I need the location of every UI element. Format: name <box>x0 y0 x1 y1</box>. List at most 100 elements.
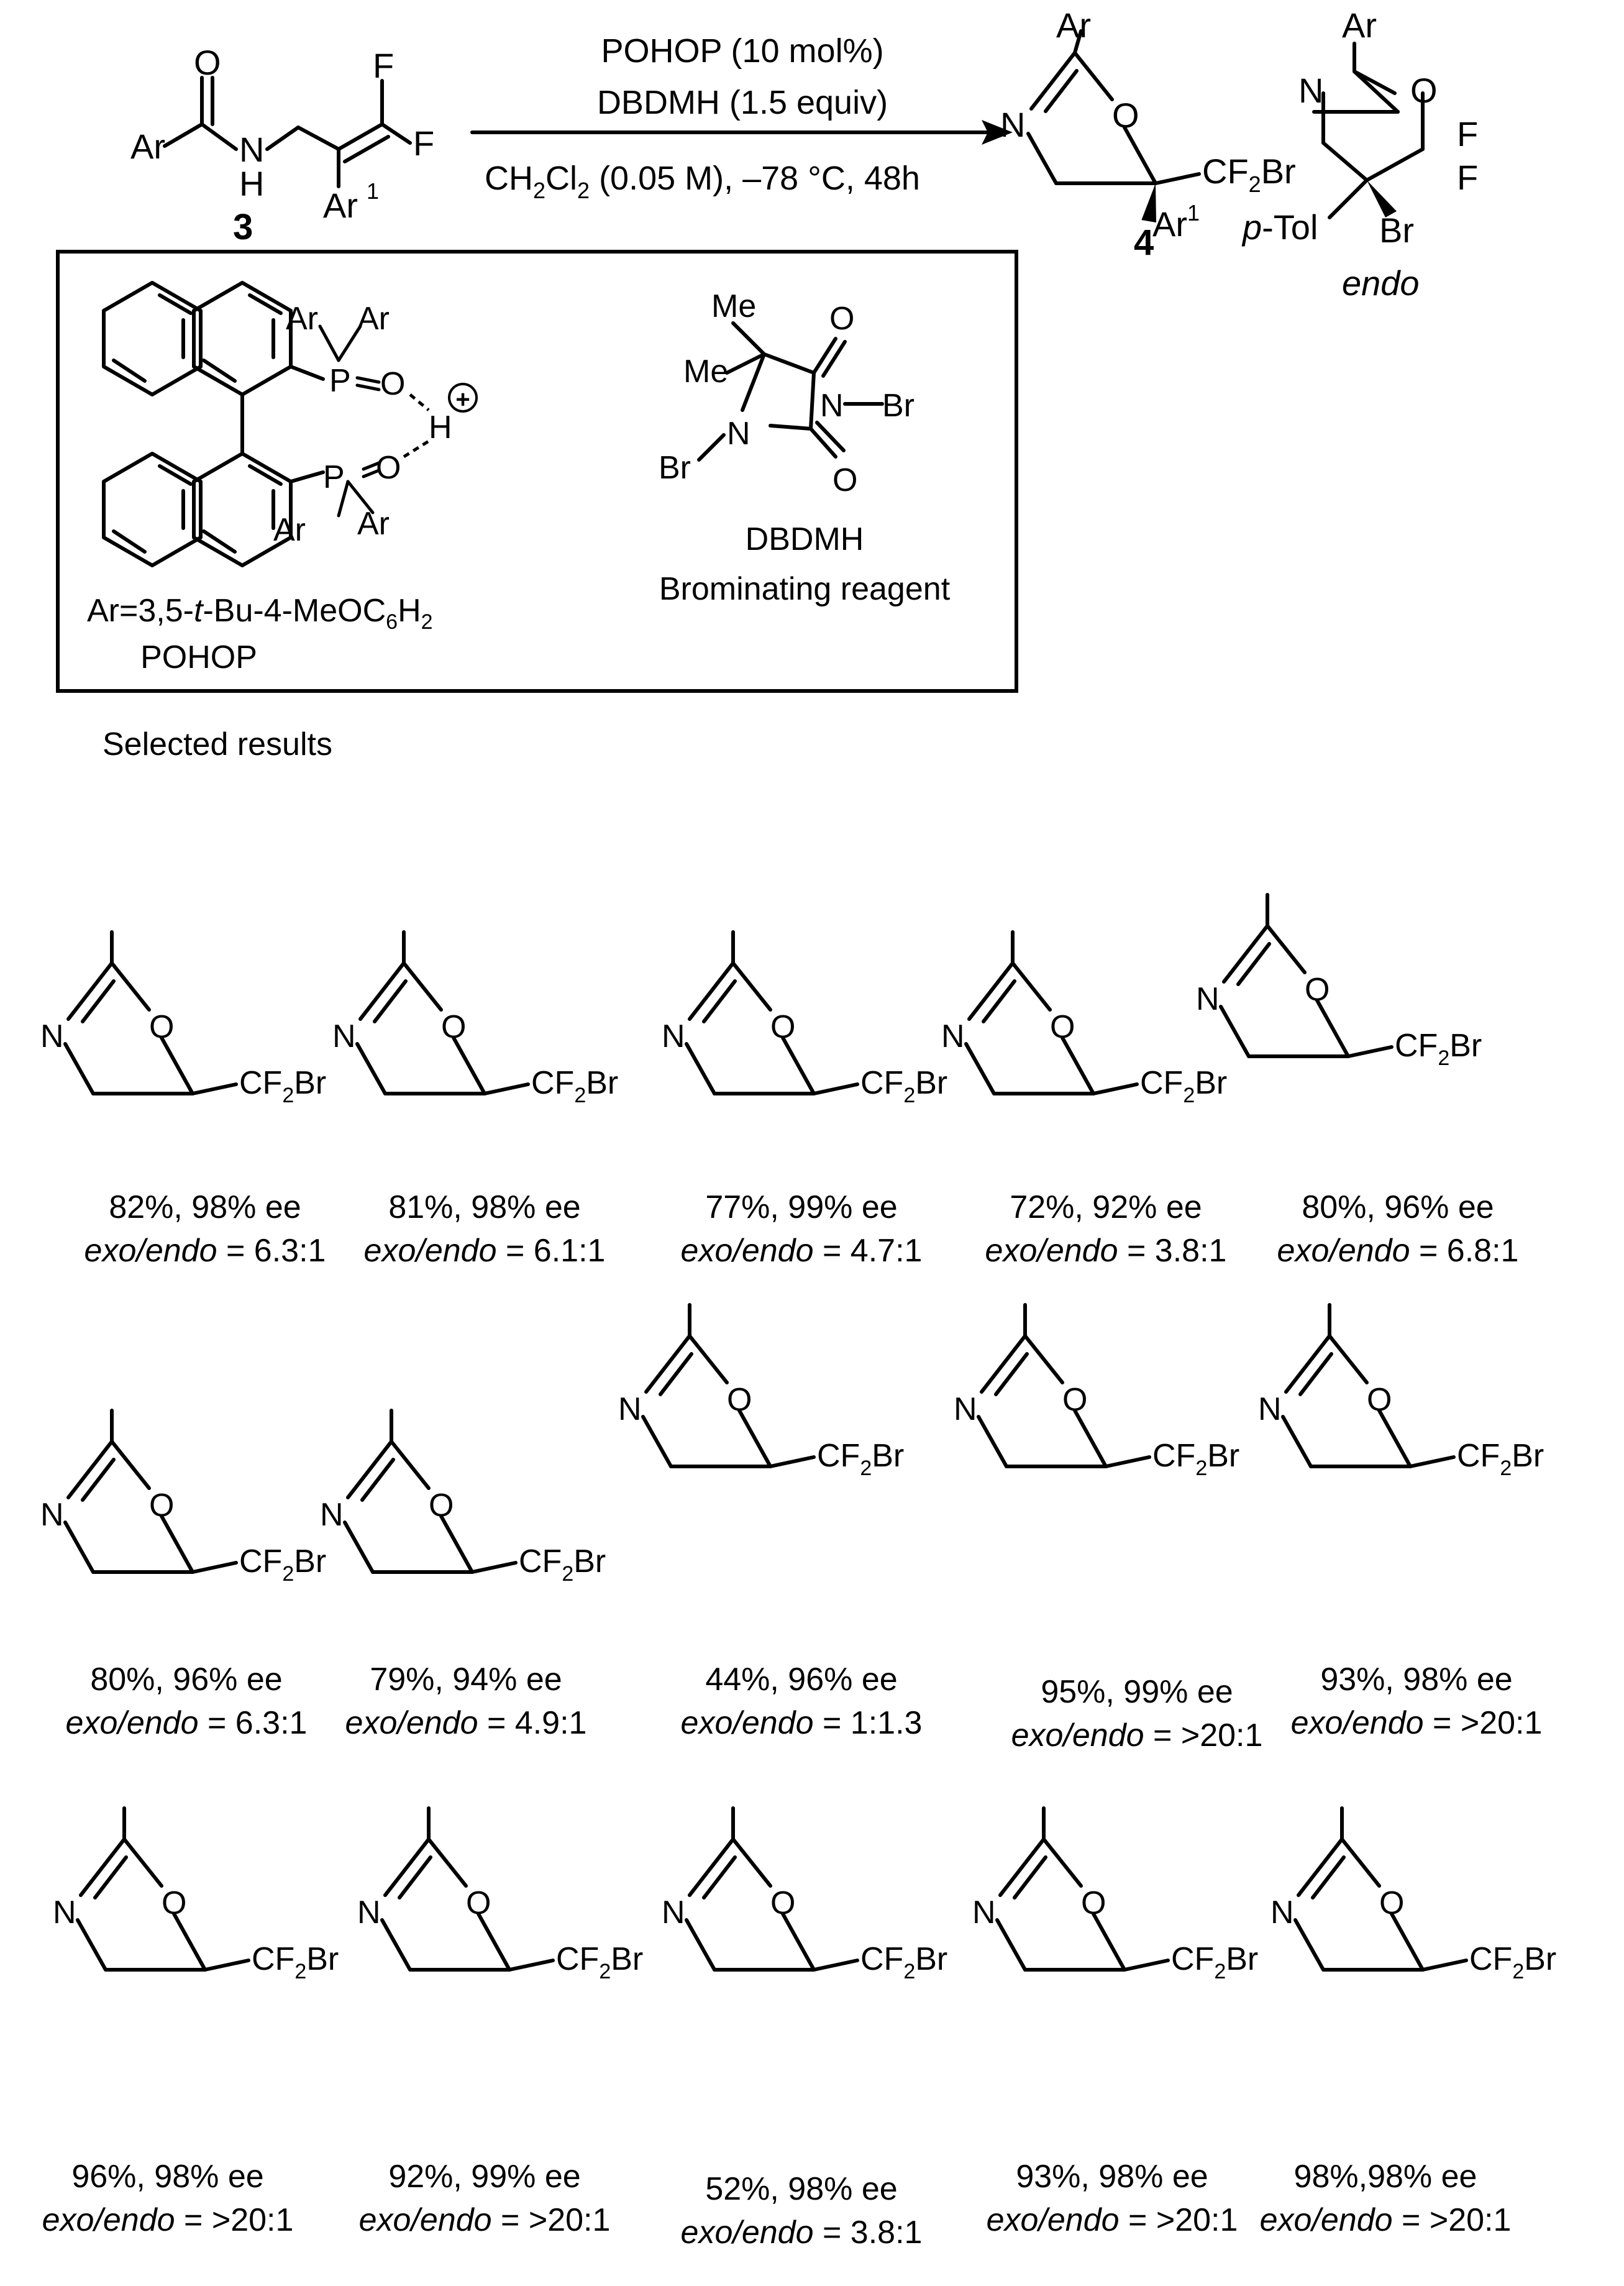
atom-o: O <box>194 43 221 82</box>
atom-ar1: Ar <box>323 186 358 225</box>
ar-definition: Ar=3,5-t-Bu-4-MeOC6H2 <box>87 593 433 634</box>
atom-o: O <box>829 301 854 337</box>
exo-endo-ratio: exo/endo = 4.9:1 <box>345 1705 587 1741</box>
atom-n: N <box>40 1018 64 1054</box>
atom-me: Me <box>683 354 728 390</box>
atom-o: O <box>1062 1382 1087 1418</box>
reaction-arrow: POHOP (10 mol%) DBDMH (1.5 equiv) CH2Cl2… <box>470 32 1013 203</box>
endo-product: Ar N O F F Br p-Tol endo <box>1241 6 1478 303</box>
atom-ar1: Ar1 <box>1152 200 1200 244</box>
atom-o: O <box>1081 1885 1106 1921</box>
atom-o: O <box>441 1009 466 1045</box>
yield-ee-label: 80%, 96% ee <box>1302 1189 1494 1225</box>
group-cf2br: CF2Br <box>239 1543 326 1586</box>
group-cf2br: CF2Br <box>519 1543 606 1586</box>
atom-o: O <box>1050 1009 1075 1045</box>
atom-ar: Ar <box>1056 6 1091 45</box>
atom-h: H <box>429 409 452 446</box>
dbdmh-structure: Me Me O N Br N Br O DBDMH Brominating re… <box>659 288 951 607</box>
atom-ar: Ar <box>130 127 165 166</box>
plus-charge-icon <box>448 383 478 413</box>
atom-h: H <box>239 164 264 203</box>
group-cf2br: CF2Br <box>531 1065 618 1107</box>
catalyst-box <box>56 250 1018 693</box>
atom-o: O <box>770 1009 795 1045</box>
group-cf2br: CF2Br <box>817 1438 904 1480</box>
atom-o: O <box>149 1488 174 1524</box>
result-entry: N O CF2Br <box>332 930 618 1107</box>
atom-n: N <box>1270 1895 1294 1931</box>
atom-o: O <box>1379 1885 1404 1921</box>
atom-ar: Ar <box>286 301 318 337</box>
yield-ee-label: 72%, 92% ee <box>1010 1189 1202 1225</box>
result-entry: N O CF2Br <box>941 930 1227 1107</box>
atom-n: N <box>1298 71 1323 110</box>
atom-ar: Ar <box>273 512 306 548</box>
atom-n: N <box>941 1018 965 1054</box>
atom-o: O <box>1112 96 1139 135</box>
yield-ee-label: 93%, 98% ee <box>1016 2159 1208 2195</box>
yield-ee-label: 79%, 94% ee <box>370 1662 562 1698</box>
atom-me: Me <box>711 288 756 324</box>
atom-o: O <box>429 1488 454 1524</box>
atom-f: F <box>1457 158 1478 197</box>
group-cf2br: CF2Br <box>1140 1065 1227 1107</box>
atom-sup: 1 <box>367 178 379 204</box>
atom-br: Br <box>659 450 691 486</box>
group-cf2br: CF2Br <box>1152 1438 1239 1480</box>
atom-o: O <box>380 366 405 402</box>
group-cf2br: CF2Br <box>860 1065 947 1107</box>
atom-f: F <box>373 46 394 85</box>
section-title: Selected results <box>103 726 332 762</box>
pohop-name: POHOP <box>140 639 257 675</box>
endo-label: endo <box>1342 263 1420 303</box>
atom-o: O <box>1305 972 1330 1008</box>
yield-ee-label: 44%, 96% ee <box>705 1662 897 1698</box>
atom-p: P <box>323 459 345 495</box>
atom-n: N <box>954 1391 977 1427</box>
atom-n: N <box>618 1391 642 1427</box>
atom-n: N <box>357 1895 381 1931</box>
dbdmh-name: DBDMH <box>746 521 864 557</box>
atom-o: O <box>162 1885 186 1921</box>
atom-n: N <box>332 1018 356 1054</box>
group-cf2br: CF2Br <box>239 1065 326 1107</box>
atom-ar: Ar <box>357 301 390 337</box>
atom-n: N <box>40 1497 64 1533</box>
substrate-3: Ar O N H F F Ar 1 3 <box>130 43 434 247</box>
yield-ee-label: 52%, 98% ee <box>705 2171 897 2207</box>
atom-f: F <box>413 124 434 163</box>
group-cf2br: CF2Br <box>1171 1941 1258 1983</box>
group-cf2br: CF2Br <box>860 1941 947 1983</box>
reagent-label: DBDMH (1.5 equiv) <box>597 84 888 121</box>
atom-ar: Ar <box>357 506 390 542</box>
group-cf2br: CF2Br <box>1395 1028 1482 1070</box>
exo-endo-ratio: exo/endo = >20:1 <box>987 2202 1238 2238</box>
result-entry: N O CF2Br <box>40 1409 326 1586</box>
yield-ee-label: 77%, 99% ee <box>705 1189 897 1225</box>
exo-endo-ratio: exo/endo = 6.8:1 <box>1277 1233 1519 1269</box>
exo-endo-ratio: exo/endo = 3.8:1 <box>985 1233 1227 1269</box>
yield-ee-label: 80%, 96% ee <box>90 1662 282 1698</box>
atom-n: N <box>972 1895 996 1931</box>
exo-endo-ratio: exo/endo = >20:1 <box>1011 1717 1263 1753</box>
exo-endo-ratio: exo/endo = 3.8:1 <box>681 2215 923 2251</box>
yield-ee-label: 82%, 98% ee <box>109 1189 301 1225</box>
atom-n: N <box>1258 1391 1282 1427</box>
yield-ee-label: 81%, 98% ee <box>388 1189 580 1225</box>
result-entry: N O CF2Br <box>954 1303 1239 1480</box>
exo-endo-ratio: exo/endo = >20:1 <box>42 2202 294 2238</box>
yield-ee-label: 98%,98% ee <box>1294 2159 1477 2195</box>
result-entry: N O CF2Br <box>972 1806 1258 1983</box>
group-cf2br: CF2Br <box>556 1941 643 1983</box>
compound-label-3: 3 <box>233 207 253 247</box>
atom-o: O <box>1367 1382 1392 1418</box>
